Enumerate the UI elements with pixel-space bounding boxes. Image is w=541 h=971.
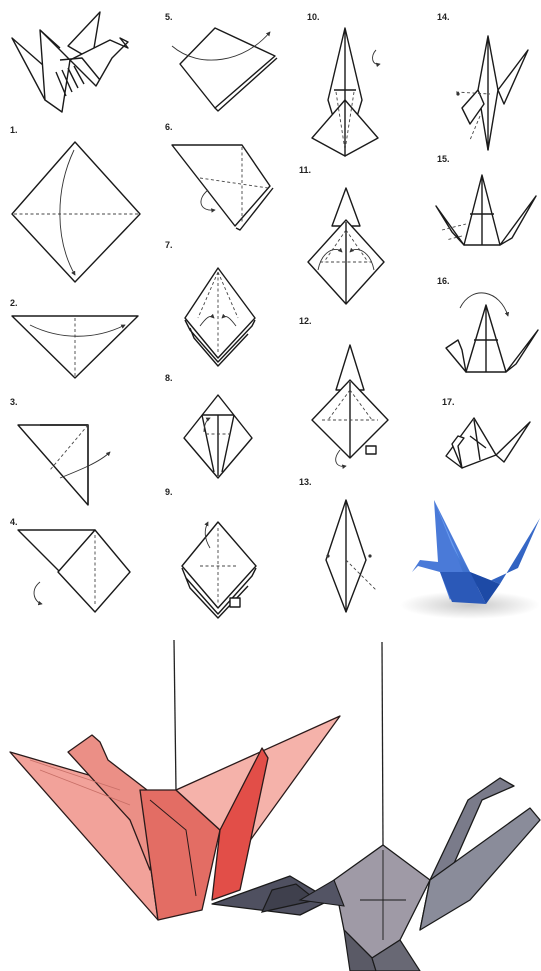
step-17: 17. (442, 397, 530, 468)
step-16: 16. (437, 276, 538, 372)
step-10: 10. (307, 12, 380, 156)
step-3: 3. (10, 397, 110, 505)
step-number: 17. (442, 397, 455, 407)
step-number: 5. (165, 12, 173, 22)
step-4: 4. (10, 517, 130, 612)
step-number: 15. (437, 154, 450, 164)
step-number: 10. (307, 12, 320, 22)
step-number: 11. (299, 165, 311, 175)
step-6: 6. (165, 122, 273, 230)
step-number: 4. (10, 517, 18, 527)
step-14: 14. (437, 12, 528, 150)
step-number: 7. (165, 240, 173, 250)
step-number: 14. (437, 12, 450, 22)
step-12: 12. (299, 316, 388, 466)
step-11: 11. (299, 165, 384, 304)
step-number: 2. (10, 298, 18, 308)
step-number: 1. (10, 125, 18, 135)
step-2: 2. (10, 298, 138, 378)
step-number: 6. (165, 122, 173, 132)
step-number: 12. (299, 316, 312, 326)
step-13: 13. (299, 477, 376, 612)
hanging-cranes-illustration (10, 640, 540, 971)
step-9: 9. (165, 487, 256, 618)
step-number: 3. (10, 397, 18, 407)
step-1: 1. (10, 125, 140, 282)
step-number: 13. (299, 477, 312, 487)
step-number: 9. (165, 487, 173, 497)
step-7: 7. (165, 240, 255, 366)
blue-crane-photo (400, 500, 540, 619)
step-8: 8. (165, 373, 252, 478)
step-number: 8. (165, 373, 173, 383)
crane-sketch-preview (12, 12, 128, 112)
step-number: 16. (437, 276, 450, 286)
step-5: 5. (165, 12, 277, 111)
step-15: 15. (436, 154, 536, 245)
